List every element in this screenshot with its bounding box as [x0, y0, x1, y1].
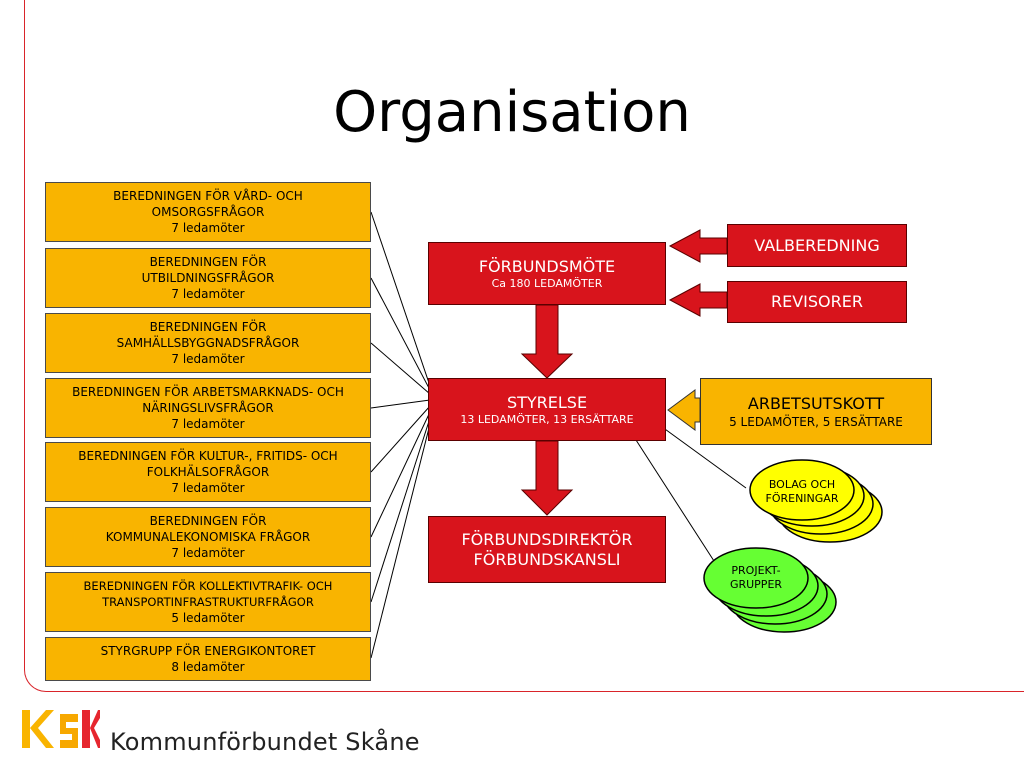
committee-members: 7 ledamöter [171, 417, 245, 431]
direktor-line2: FÖRBUNDSKANSLI [473, 549, 621, 569]
committee-members: 7 ledamöter [171, 352, 245, 366]
committee-name: BEREDNINGEN FÖR UTBILDNINGSFRÅGOR [141, 255, 275, 285]
committee-box-kommunalekonomi: BEREDNINGEN FÖR KOMMUNALEKONOMISKA FRÅGO… [45, 507, 371, 567]
committee-name: BEREDNINGEN FÖR SAMHÄLLSBYGGNADSFRÅGOR [116, 320, 300, 350]
committee-box-utbildning: BEREDNINGEN FÖR UTBILDNINGSFRÅGOR 7 leda… [45, 248, 371, 308]
committee-name: BEREDNINGEN FÖR ARBETSMARKNADS- OCH NÄRI… [72, 385, 344, 415]
organization-name: Kommunförbundet Skåne [110, 728, 420, 756]
committee-box-arbetsmarknad: BEREDNINGEN FÖR ARBETSMARKNADS- OCH NÄRI… [45, 378, 371, 438]
committee-name: BEREDNINGEN FÖR KOLLEKTIVTRAFIK- OCH TRA… [83, 579, 333, 609]
slide-title: Organisation [333, 80, 691, 145]
forbundsmote-subtitle: Ca 180 LEDAMÖTER [491, 276, 603, 290]
arbetsutskott-subtitle: 5 LEDAMÖTER, 5 ERSÄTTARE [729, 414, 903, 429]
committee-box-energikontoret: STYRGRUPP FÖR ENERGIKONTORET 8 ledamöter [45, 637, 371, 681]
arbetsutskott-box: ARBETSUTSKOTT 5 LEDAMÖTER, 5 ERSÄTTARE [700, 378, 932, 445]
committee-box-vard: BEREDNINGEN FÖR VÅRD- OCH OMSORGSFRÅGOR … [45, 182, 371, 242]
ksk-logo [22, 710, 100, 748]
committee-members: 7 ledamöter [171, 287, 245, 301]
styrelse-subtitle: 13 LEDAMÖTER, 13 ERSÄTTARE [460, 412, 634, 426]
arbetsutskott-title: ARBETSUTSKOTT [747, 393, 885, 413]
projekt-label: PROJEKT-GRUPPER [729, 564, 783, 591]
direktor-line1: FÖRBUNDSDIREKTÖR [461, 529, 633, 549]
committee-box-kollektivtrafik: BEREDNINGEN FÖR KOLLEKTIVTRAFIK- OCH TRA… [45, 572, 371, 632]
arrow-from-arbetsutskott [667, 389, 701, 431]
projekt-oval-stack [703, 547, 837, 633]
slide-frame [24, 0, 1024, 692]
arrow-down-to-direktor [520, 440, 574, 516]
forbundsmote-title: FÖRBUNDSMÖTE [478, 256, 616, 276]
committee-name: BEREDNINGEN FÖR KULTUR-, FRITIDS- OCH FO… [78, 449, 338, 479]
committee-connectors [370, 211, 431, 659]
committee-members: 8 ledamöter [171, 660, 245, 674]
revisorer-box: REVISORER [727, 281, 907, 323]
revisorer-label: REVISORER [771, 292, 863, 311]
styrelse-title: STYRELSE [506, 392, 588, 412]
arrow-down-to-styrelse [520, 304, 574, 379]
bolag-label: BOLAG OCH FÖRENINGAR [765, 478, 839, 505]
committee-members: 7 ledamöter [171, 546, 245, 560]
arrow-from-revisorer [668, 283, 728, 317]
valberedning-label: VALBEREDNING [754, 235, 880, 255]
forbundsmote-box: FÖRBUNDSMÖTE Ca 180 LEDAMÖTER [428, 242, 666, 305]
bolag-oval-stack [749, 459, 883, 543]
committee-name: BEREDNINGEN FÖR KOMMUNALEKONOMISKA FRÅGO… [105, 514, 311, 544]
arrow-from-valberedning [668, 229, 728, 263]
committee-box-samhallsbyggnad: BEREDNINGEN FÖR SAMHÄLLSBYGGNADSFRÅGOR 7… [45, 313, 371, 373]
committee-members: 7 ledamöter [171, 481, 245, 495]
styrelse-box: STYRELSE 13 LEDAMÖTER, 13 ERSÄTTARE [428, 378, 666, 441]
valberedning-box: VALBEREDNING [727, 224, 907, 267]
committee-name: STYRGRUPP FÖR ENERGIKONTORET [100, 644, 316, 658]
committee-members: 7 ledamöter [171, 221, 245, 235]
committee-box-kultur: BEREDNINGEN FÖR KULTUR-, FRITIDS- OCH FO… [45, 442, 371, 502]
committee-name: BEREDNINGEN FÖR VÅRD- OCH OMSORGSFRÅGOR [113, 189, 303, 219]
direktor-box: FÖRBUNDSDIREKTÖR FÖRBUNDSKANSLI [428, 516, 666, 583]
committee-members: 5 ledamöter [171, 611, 245, 625]
